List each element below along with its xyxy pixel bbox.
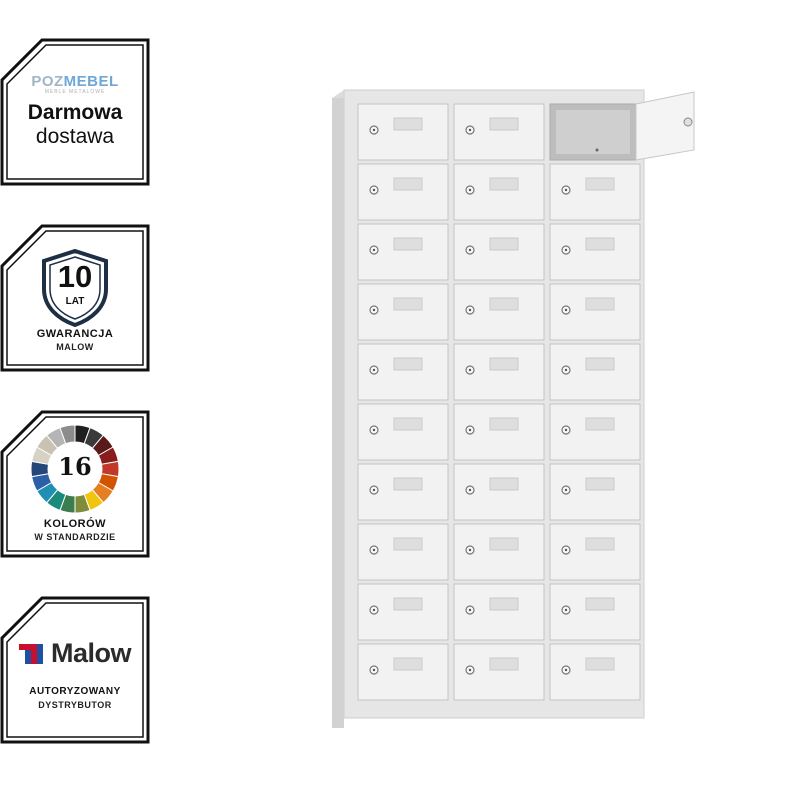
colors-subtitle: W STANDARDZIE [34,532,116,542]
keyhole [468,308,472,312]
keyhole [564,488,568,492]
keyhole [372,368,376,372]
malow-mark-icon [18,644,43,664]
label-holder [489,417,519,431]
keyhole [468,128,472,132]
label-holder [489,477,519,491]
warranty-brand: MALOW [56,342,94,352]
distributor-subtitle: DYSTRYBUTOR [38,699,112,710]
label-holder [393,537,423,551]
keyhole [564,668,568,672]
keyhole [372,188,376,192]
keyhole [372,128,376,132]
pozmebel-logo-subtitle: MEBLE METALOWE [44,89,106,95]
keyhole [564,248,568,252]
shield-icon: 10 LAT [40,248,110,328]
keyhole [372,428,376,432]
pozmebel-logo: POZMEBEL [31,73,119,90]
colors-count: 16 [58,452,92,481]
label-holder [489,597,519,611]
keyhole [372,668,376,672]
label-holder [585,597,615,611]
label-holder [585,657,615,671]
label-holder [489,537,519,551]
label-holder [489,297,519,311]
keyhole [468,488,472,492]
label-holder [585,237,615,251]
keyhole [564,548,568,552]
cabinet-left-edge [332,98,344,728]
keyhole [468,548,472,552]
keyhole [468,608,472,612]
keyhole [468,668,472,672]
locker-door [453,103,545,161]
label-holder [393,177,423,191]
malow-brand: Malow [50,637,132,668]
label-holder [393,597,423,611]
label-holder [585,537,615,551]
warranty-title: GWARANCJA [36,328,114,340]
open-door [635,91,695,161]
keyhole [468,428,472,432]
label-holder [585,297,615,311]
locker-cabinet [332,89,695,728]
keyhole [468,368,472,372]
label-holder [585,477,615,491]
delivery-subtitle: dostawa [35,125,115,148]
distributor-title: AUTORYZOWANY [29,685,121,697]
label-holder [489,117,519,131]
label-holder [393,297,423,311]
compartment-interior [556,110,630,154]
keyhole [468,188,472,192]
keyhole [564,428,568,432]
label-holder [489,357,519,371]
label-holder [393,357,423,371]
keyhole [372,488,376,492]
label-holder [393,477,423,491]
label-holder [393,117,423,131]
keyhole [468,248,472,252]
label-holder [393,237,423,251]
warranty-years: 10 [57,259,93,294]
label-holder [585,417,615,431]
label-holder [489,177,519,191]
keyhole [564,608,568,612]
keyhole [372,248,376,252]
colors-badge: 16 KOLORÓW W STANDARDZIE [0,410,150,558]
keyhole [372,608,376,612]
keyhole [372,308,376,312]
badge-frame [0,596,150,744]
locker-doors [357,91,695,701]
label-holder [489,657,519,671]
compartment-latch [595,148,599,152]
label-holder [585,357,615,371]
label-holder [393,657,423,671]
badge-frame [0,38,150,186]
door-lock [683,117,693,127]
malow-logo: Malow [18,637,132,669]
label-holder [585,177,615,191]
color-swatch [59,424,76,445]
warranty-unit: LAT [65,296,85,307]
color-wheel-icon: 16 [29,423,121,515]
free-delivery-badge: POZMEBEL MEBLE METALOWE Darmowa dostawa [0,38,150,186]
distributor-badge: Malow AUTORYZOWANY DYSTRYBUTOR [0,596,150,744]
delivery-title: Darmowa [27,101,123,124]
warranty-badge: 10 LAT GWARANCJA MALOW [0,224,150,372]
keyhole [564,368,568,372]
keyhole [564,188,568,192]
keyhole [564,308,568,312]
colors-title: KOLORÓW [43,518,107,530]
label-holder [489,237,519,251]
keyhole [372,548,376,552]
label-holder [393,417,423,431]
